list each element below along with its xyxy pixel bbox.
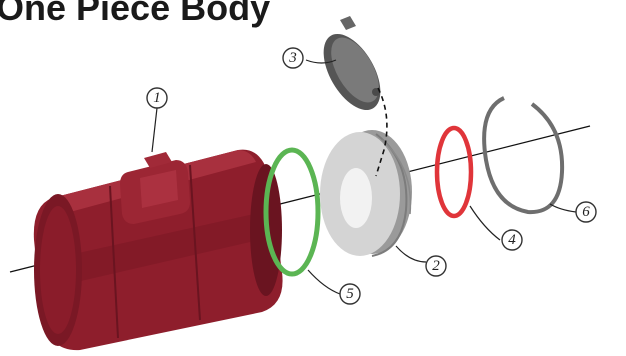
callout-5: 5 <box>340 284 360 304</box>
callout-5-label: 5 <box>346 286 354 302</box>
callout-6-label: 6 <box>582 204 590 220</box>
callout-6: 6 <box>576 202 596 222</box>
callout-4-label: 4 <box>508 232 516 248</box>
body-part <box>34 150 283 351</box>
seat-part <box>320 130 412 256</box>
callout-2: 2 <box>426 256 446 276</box>
callout-2-label: 2 <box>432 258 440 274</box>
leader-4 <box>470 206 500 240</box>
callout-4: 4 <box>502 230 522 250</box>
leader-2 <box>396 246 426 262</box>
callout-3: 3 <box>283 48 303 68</box>
callout-1-label: 1 <box>153 90 161 106</box>
callout-3-label: 3 <box>288 50 297 66</box>
leader-6 <box>550 204 576 212</box>
retaining-ring-part <box>484 98 562 212</box>
red-o-ring-part <box>437 128 471 216</box>
leader-1 <box>152 108 157 152</box>
leader-5 <box>308 270 340 294</box>
callout-1: 1 <box>147 88 167 108</box>
disc-part <box>312 16 392 119</box>
